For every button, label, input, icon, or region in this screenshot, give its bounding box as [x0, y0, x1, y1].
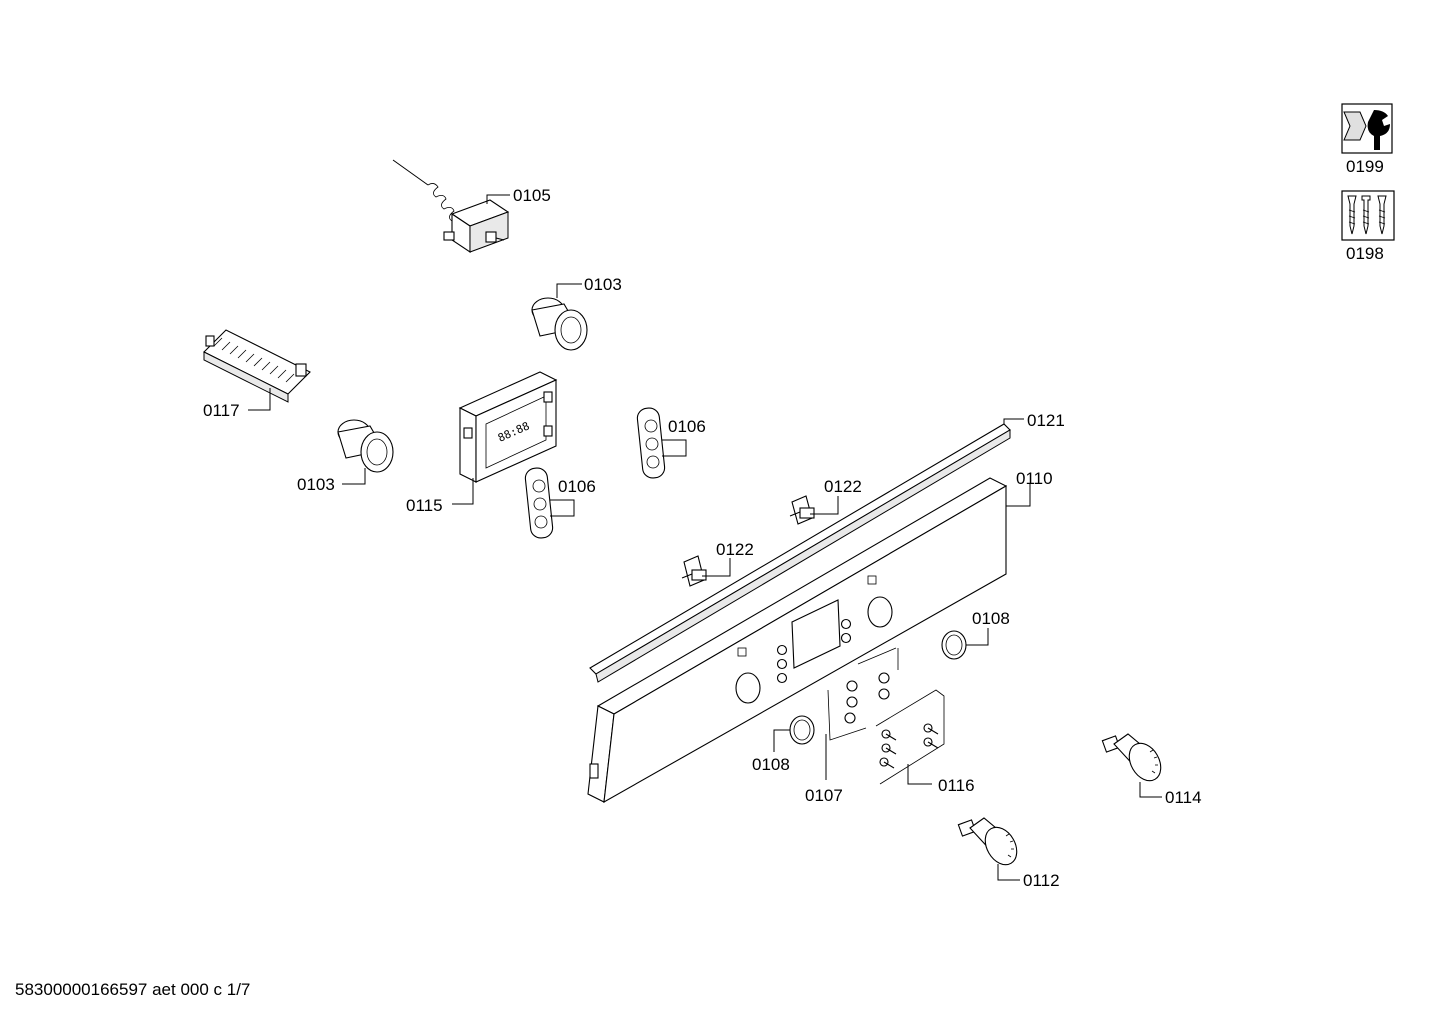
light-guide-upper[interactable]: [636, 407, 666, 479]
label-0105: 0105: [513, 186, 551, 205]
terminal-block-part[interactable]: [203, 329, 311, 403]
label-0122-upper: 0122: [824, 477, 862, 496]
label-0122-lower: 0122: [716, 540, 754, 559]
leader-0122-lower: [702, 558, 731, 577]
knob-bushing-lower[interactable]: [337, 419, 394, 473]
drawing-reference-footer: 58300000166597 aet 000 c 1/7: [15, 980, 251, 999]
leader-0106-upper: [662, 439, 687, 457]
leader-0103-upper: [556, 283, 582, 298]
label-0114: 0114: [1165, 788, 1202, 807]
screw-set-part[interactable]: [875, 689, 945, 785]
ring-lower[interactable]: [789, 715, 815, 745]
trim-strip-part[interactable]: [589, 423, 1011, 683]
label-0108-upper: 0108: [972, 609, 1010, 628]
label-0110: 0110: [1016, 469, 1053, 488]
light-guide-lower[interactable]: [524, 467, 554, 539]
label-0199: 0199: [1346, 157, 1384, 176]
leader-0116: [907, 764, 932, 785]
leader-0106-lower: [550, 499, 575, 517]
led-set-part[interactable]: [827, 647, 899, 741]
control-knob-center[interactable]: [957, 817, 1023, 870]
leader-0105: [486, 194, 510, 204]
leader-0108-upper: [966, 628, 989, 646]
label-0106-lower: 0106: [558, 477, 596, 496]
leader-0112: [997, 864, 1020, 881]
leader-0115: [452, 478, 474, 505]
leader-0114: [1139, 782, 1162, 798]
leader-0110: [1005, 484, 1031, 507]
clip-upper[interactable]: [789, 495, 815, 525]
label-0108-lower: 0108: [752, 755, 790, 774]
ring-upper[interactable]: [941, 630, 967, 660]
label-0103-lower: 0103: [297, 475, 335, 494]
leader-0122-upper: [810, 496, 839, 515]
leader-0121: [1003, 418, 1024, 424]
leader-0117: [248, 388, 271, 411]
control-panel-fascia[interactable]: [587, 477, 1008, 804]
screw-set-icon: [1341, 190, 1395, 241]
label-0106-upper: 0106: [668, 417, 706, 436]
knob-bushing-upper[interactable]: [531, 297, 588, 351]
wrench-nut-icon: [1341, 103, 1393, 154]
clip-lower[interactable]: [681, 555, 707, 587]
label-0117: 0117: [203, 401, 240, 420]
thermostat-part[interactable]: [392, 159, 510, 254]
label-0107: 0107: [805, 786, 843, 805]
label-0103-upper: 0103: [584, 275, 622, 294]
clock-module-part[interactable]: 88:88: [458, 371, 558, 483]
label-0198: 0198: [1346, 244, 1384, 263]
label-0112: 0112: [1023, 871, 1060, 890]
label-0116: 0116: [938, 776, 975, 795]
leader-0108-lower: [773, 729, 790, 752]
label-0115: 0115: [406, 496, 443, 515]
leader-0103-lower: [342, 468, 366, 485]
label-0121: 0121: [1027, 411, 1065, 430]
control-knob-right[interactable]: [1101, 733, 1167, 786]
